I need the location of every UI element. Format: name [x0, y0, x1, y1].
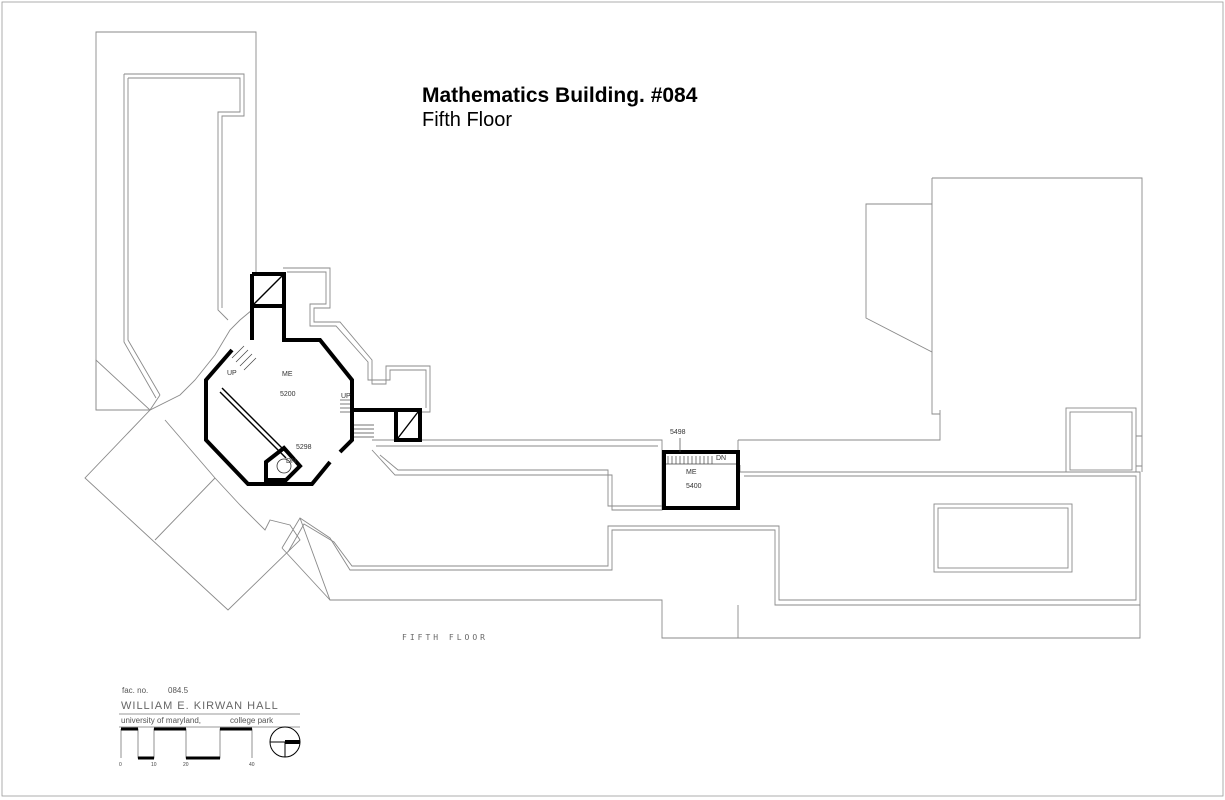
building-outline	[84, 31, 1143, 639]
east-lower	[738, 605, 1141, 639]
east-block-outline	[865, 177, 1143, 472]
scale-tick-0: 0	[119, 762, 122, 768]
west-wing-inner	[128, 77, 241, 321]
stair-treads-east	[340, 399, 374, 438]
east-edge	[1136, 435, 1142, 467]
central-corridor-link	[737, 410, 941, 450]
interior-diagonal2	[219, 391, 287, 459]
fifth-floor-walls	[204, 272, 740, 510]
core-vestibule	[250, 272, 286, 306]
stair-treads-west	[231, 345, 257, 371]
west-wing-inner2	[124, 73, 245, 308]
sw-diagonal-wing	[84, 358, 301, 611]
building-title: Mathematics Building. #084	[422, 84, 698, 107]
spiral-stair-core	[276, 458, 292, 474]
north-annex	[283, 267, 431, 413]
courtyard-outer	[933, 503, 1073, 573]
campus-label: college park	[230, 716, 274, 725]
room-5498-label: 5498	[670, 429, 686, 436]
sw-wing-divider	[149, 394, 216, 541]
central-corridor-outline	[371, 439, 663, 511]
university-label: university of maryland,	[121, 716, 201, 725]
north-annex-inner	[287, 271, 427, 408]
scale-bar	[120, 727, 253, 760]
east-core-stair[interactable]	[352, 408, 422, 442]
north-arrow-icon	[269, 726, 301, 758]
room-5200-label: 5200	[280, 391, 296, 398]
east-block-wall	[931, 352, 940, 415]
fac-no-label: fac. no.	[122, 686, 148, 695]
courtyard-inner	[937, 507, 1069, 569]
room-5400-label: 5400	[686, 483, 702, 490]
scale-tick-40: 40	[249, 762, 255, 768]
scale-tick-10: 10	[151, 762, 157, 768]
west-wing-inner4	[123, 74, 157, 399]
stair-up-east-label: UP	[341, 393, 351, 400]
south-corridor-outline	[281, 465, 1141, 606]
stair-dn-east-label: DN	[716, 455, 726, 462]
scale-tick-20: 20	[183, 762, 189, 768]
spiral-stair[interactable]	[264, 445, 303, 482]
room-5200-walls[interactable]	[204, 304, 354, 486]
stair-dn-west-label: DN	[286, 458, 296, 465]
building-name: WILLIAM E. KIRWAN HALL	[121, 700, 279, 712]
east-small-room	[1065, 407, 1137, 473]
floor-label: FIFTH FLOOR	[402, 633, 488, 642]
floor-subtitle: Fifth Floor	[422, 109, 512, 131]
south-corridor-inner	[287, 475, 1137, 601]
fac-no-value: 084.5	[168, 686, 189, 695]
west-wing-outline	[95, 31, 257, 411]
title-block: fac. no. 084.5 WILLIAM E. KIRWAN HALL un…	[119, 686, 301, 768]
me-label-west: ME	[282, 371, 293, 378]
room-5400-walls[interactable]	[662, 450, 740, 510]
stair-treads-5400	[666, 456, 736, 465]
vestibule-diagonal	[253, 275, 283, 305]
room-5298-label: 5298	[296, 444, 312, 451]
small-room-diagonal	[397, 411, 419, 439]
corridor-lower-edge	[281, 547, 331, 601]
south-corridor-edge	[299, 517, 739, 639]
interior-diagonal	[221, 387, 289, 455]
me-label-east: ME	[686, 469, 697, 476]
central-corridor-inner	[376, 445, 662, 507]
east-small-room-inner	[1069, 411, 1133, 471]
west-wing-inner3	[127, 78, 161, 396]
stair-up-west-label: UP	[227, 370, 237, 377]
